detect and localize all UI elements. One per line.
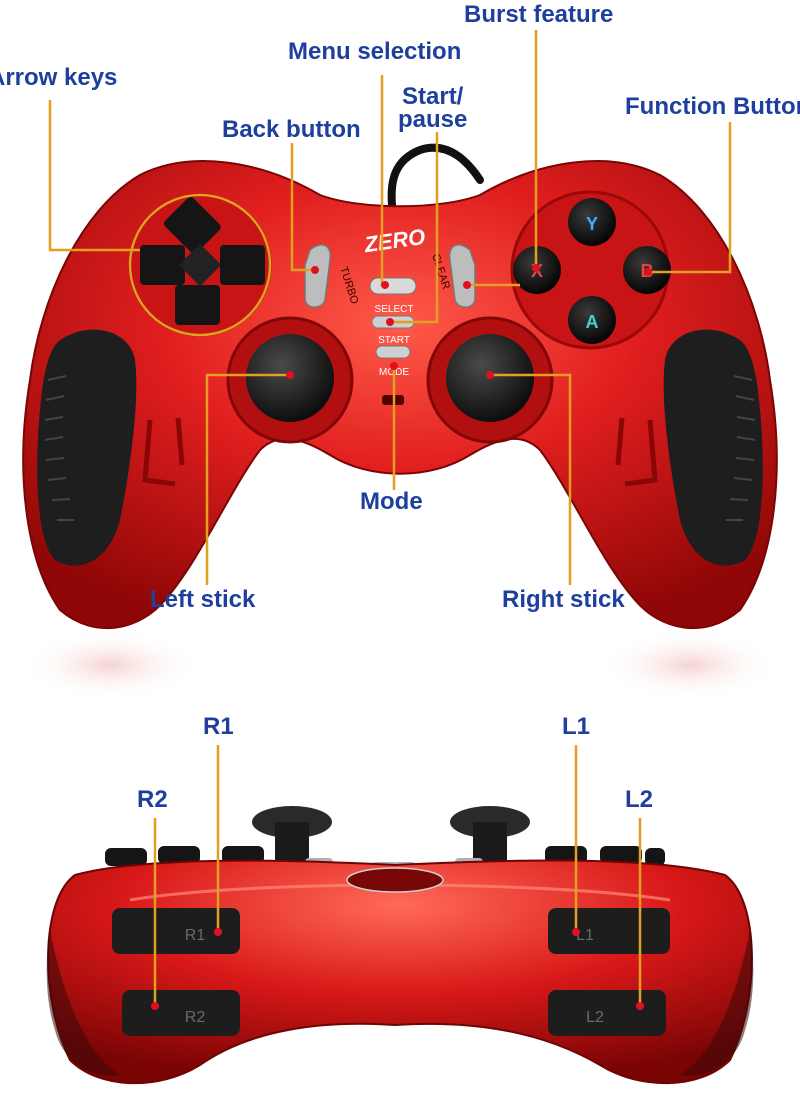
controller-cable (387, 143, 484, 209)
shoulder-r2-print: R2 (185, 1009, 206, 1026)
label-start-pause: Start/ pause (398, 83, 468, 133)
label-burst-feature: Burst feature (464, 1, 614, 28)
controller-front-view: R1 R2 L1 L2 (46, 806, 754, 1085)
shoulder-l1-print: L1 (576, 927, 594, 944)
label-l1: L1 (562, 713, 591, 740)
label-function-button: Function Button (625, 95, 800, 119)
select-label: SELECT (375, 304, 414, 315)
face-button-y-letter: Y (586, 214, 598, 234)
left-shell-bracket (142, 419, 176, 487)
start-button[interactable] (375, 345, 411, 359)
label-arrow-keys: Arrow keys (0, 64, 118, 91)
pointer-dots-top (286, 264, 652, 379)
shoulder-r1[interactable]: R1 (112, 908, 240, 954)
floor-reflection-left (20, 630, 200, 700)
dpad[interactable] (140, 195, 265, 325)
front-left-dark-region (46, 930, 120, 1076)
label-left-stick: Left stick (150, 586, 256, 613)
front-right-stick-shaft (473, 822, 507, 862)
label-right-stick: Right stick (502, 586, 625, 613)
pointer-dots-bottom (151, 928, 644, 1010)
label-menu-selection: Menu selection (288, 38, 462, 65)
face-button-y[interactable]: Y (568, 198, 616, 246)
face-button-a[interactable]: A (568, 296, 616, 344)
front-logo-badge (346, 867, 444, 893)
right-grip (663, 329, 763, 566)
controller-top-view: Y X B A ZERO TURBO CLEAR SELECT START MO… (20, 143, 780, 700)
shoulder-l1[interactable]: L1 (548, 908, 670, 954)
dpad-up[interactable] (162, 195, 222, 255)
clear-button[interactable] (449, 244, 476, 308)
start-label: START (378, 335, 410, 346)
label-mode: Mode (360, 488, 423, 515)
label-start-pause-line2: pause (398, 105, 468, 133)
label-start-pause-line1: Start/ (402, 83, 464, 110)
right-shell-bracket (624, 419, 658, 487)
floor-reflection-right (600, 630, 780, 700)
turbo-button[interactable] (304, 244, 331, 308)
arrow-keys-highlight (128, 193, 272, 337)
dpad-right[interactable] (220, 245, 265, 285)
shoulder-l2-print: L2 (586, 1009, 604, 1026)
front-shell (47, 859, 753, 1085)
grip-ribs (44, 375, 756, 521)
face-button-a-letter: A (586, 312, 599, 332)
front-left-stick-shaft (275, 822, 309, 862)
left-shell-bracket-inner (175, 417, 185, 466)
right-shell-bracket-inner (615, 417, 625, 466)
label-r1: R1 (203, 713, 234, 740)
dpad-left[interactable] (140, 245, 185, 285)
left-grip (37, 329, 137, 566)
label-back-button: Back button (222, 116, 361, 143)
label-r2: R2 (137, 786, 168, 813)
leader-lines-bottom (153, 745, 642, 1006)
shoulder-r2[interactable]: R2 (122, 990, 240, 1036)
label-l2: L2 (625, 786, 654, 813)
dpad-center (178, 243, 222, 287)
menu-button[interactable] (369, 277, 417, 295)
dpad-down[interactable] (175, 285, 220, 325)
shoulder-r1-print: R1 (185, 927, 206, 944)
front-right-dark-region (680, 930, 754, 1076)
shoulder-l2[interactable]: L2 (548, 990, 666, 1036)
